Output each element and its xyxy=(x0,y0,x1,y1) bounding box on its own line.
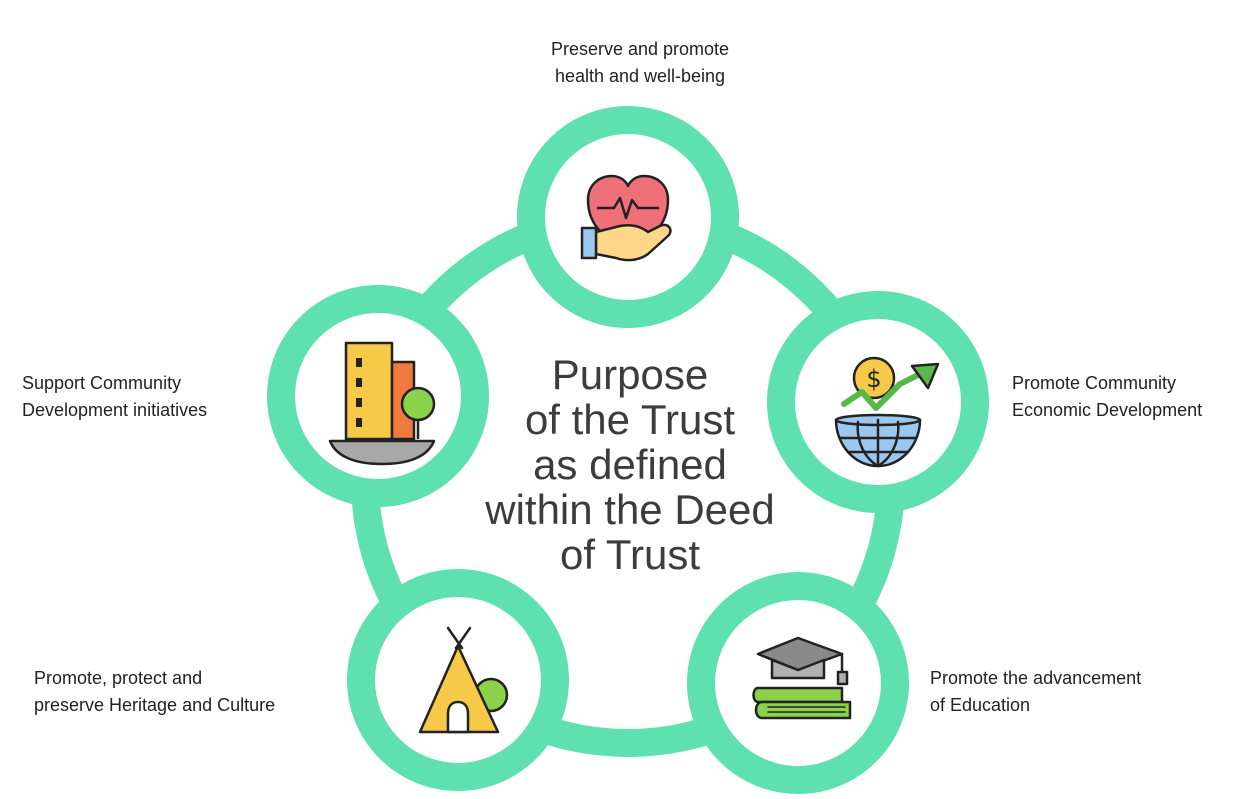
graduation-cap-books-icon xyxy=(752,636,852,720)
title-line: of Trust xyxy=(559,531,701,578)
svg-text:$: $ xyxy=(866,365,881,393)
building-tree-icon xyxy=(328,341,436,466)
label-line: Support Community xyxy=(22,373,182,393)
label-line: of Education xyxy=(930,695,1031,715)
node-bottom-right-circle xyxy=(687,572,909,794)
label-line: preserve Heritage and Culture xyxy=(34,695,276,715)
title-line: within the Deed xyxy=(485,486,775,533)
label-economic-development: Promote Community Economic Development xyxy=(1012,370,1248,424)
label-line: Promote, protect and xyxy=(34,668,203,688)
label-line: Promote the advancement xyxy=(930,668,1142,688)
label-line: health and well-being xyxy=(554,66,726,86)
label-heritage-culture: Promote, protect and preserve Heritage a… xyxy=(34,665,354,719)
globe-dollar-growth-icon: $ xyxy=(834,356,940,468)
heart-hand-icon xyxy=(580,174,672,262)
label-line: Preserve and promote xyxy=(550,39,730,59)
label-education: Promote the advancement of Education xyxy=(930,665,1230,719)
label-health: Preserve and promote health and well-bei… xyxy=(490,36,790,90)
label-line: Promote Community xyxy=(1012,373,1177,393)
diagram-title: Purpose of the Trust as defined within t… xyxy=(440,352,820,577)
label-line: Development initiatives xyxy=(22,400,208,420)
title-line: of the Trust xyxy=(524,396,736,443)
label-line: Economic Development xyxy=(1012,400,1203,420)
title-line: Purpose xyxy=(551,351,709,398)
label-community-development: Support Community Development initiative… xyxy=(22,370,282,424)
teepee-tree-icon xyxy=(418,626,509,734)
title-line: as defined xyxy=(533,441,727,488)
